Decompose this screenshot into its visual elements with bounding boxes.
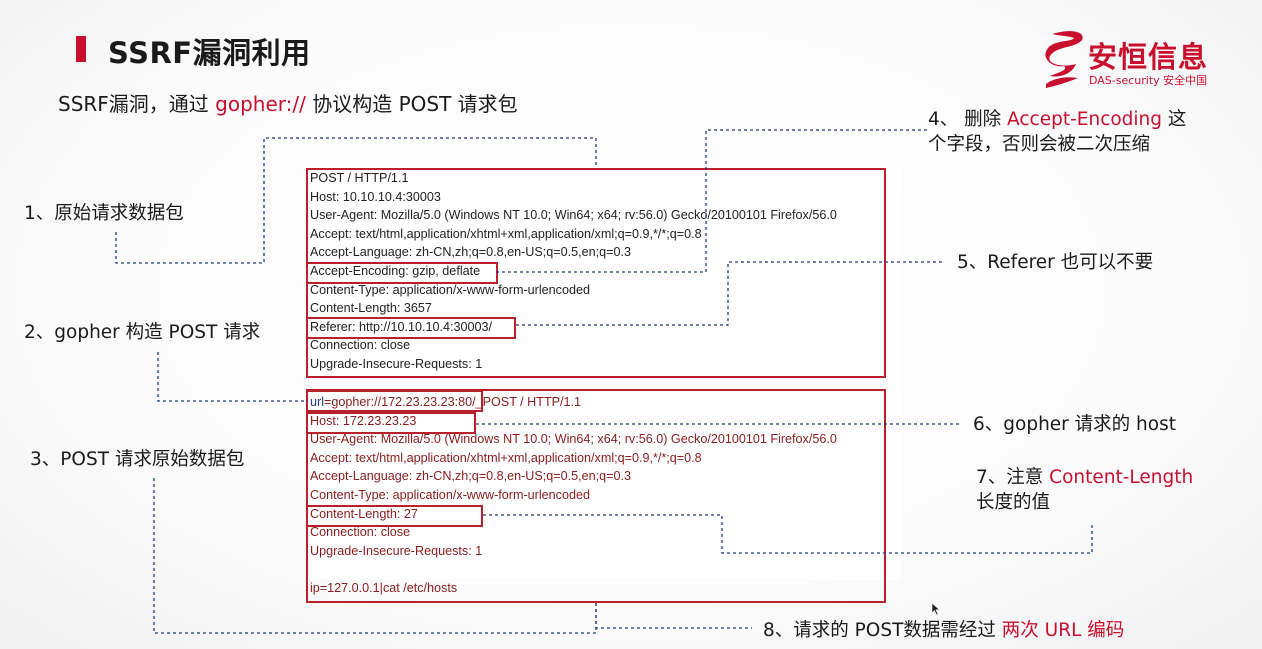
code-line-accept-encoding: Accept-Encoding: gzip, deflate: [310, 263, 481, 278]
subtitle-protocol: gopher://: [215, 92, 306, 116]
annotation-4: 4、 删除 Accept-Encoding 这 个字段，否则会被二次压缩: [928, 107, 1186, 157]
annotation-3: 3、POST 请求原始数据包: [30, 449, 245, 470]
url-param-value: =gopher://172.23.23.23:80/_POST / HTTP/1…: [324, 395, 582, 409]
connector-2: [157, 352, 308, 402]
url-param-key: url: [310, 395, 324, 409]
gopher-host-highlight: [306, 412, 476, 434]
annotation-4-prefix: 4、 删除: [928, 109, 1008, 130]
code-line-url: url=gopher://172.23.23.23:80/_POST / HTT…: [310, 393, 837, 412]
annotation-7-field: Content-Length: [1049, 467, 1194, 488]
annotation-6: 6、gopher 请求的 host: [973, 414, 1176, 435]
annotation-1: 1、原始请求数据包: [24, 203, 184, 224]
title-accent-bar: [76, 36, 86, 62]
annotation-7-line-1: 7、注意 Content-Length: [976, 465, 1193, 490]
code-line: Connection: close: [310, 338, 411, 353]
accept-encoding-highlight: [306, 262, 498, 284]
subtitle-suffix: 协议构造 POST 请求包: [305, 92, 518, 116]
code-line: Upgrade-Insecure-Requests: 1: [310, 356, 483, 371]
code-line: Accept: text/html,application/xhtml+xml,…: [310, 450, 702, 465]
annotation-8-highlight: 两次 URL 编码: [1001, 620, 1125, 641]
das-security-logo-icon: [1045, 31, 1083, 88]
annotation-8-prefix: 8、请求的 POST数据需经过: [763, 620, 1002, 641]
referer-highlight: [306, 317, 516, 339]
mouse-cursor-icon: [931, 602, 941, 616]
annotation-7: 7、注意 Content-Length 长度的值: [976, 465, 1193, 515]
annotation-2: 2、gopher 构造 POST 请求: [24, 322, 261, 343]
connector-8: [595, 603, 752, 629]
annotation-7-prefix: 7、注意: [976, 467, 1050, 488]
subtitle: SSRF漏洞，通过 gopher:// 协议构造 POST 请求包: [58, 88, 518, 117]
annotation-4-line-1: 4、 删除 Accept-Encoding 这: [928, 107, 1186, 132]
code-line: Content-Length: 3657: [310, 301, 432, 316]
code-line-host: Host: 172.23.23.23: [310, 413, 417, 428]
annotation-8: 8、请求的 POST数据需经过 两次 URL 编码: [763, 618, 1124, 643]
logo-subtitle: DAS-security 安全中国: [1089, 74, 1208, 87]
content-length-highlight: [306, 505, 483, 527]
annotation-4-line-2: 个字段，否则会被二次压缩: [928, 134, 1151, 155]
gopher-url-highlight: [306, 390, 483, 412]
annotation-7-line-2: 长度的值: [976, 492, 1051, 513]
code-line: User-Agent: Mozilla/5.0 (Windows NT 10.0…: [310, 432, 837, 447]
logo-wordmark: 安恒信息: [1088, 40, 1209, 74]
annotation-4-field: Accept-Encoding: [1007, 109, 1163, 130]
annotation-4-suffix: 这: [1162, 109, 1187, 130]
slide-title: SSRF漏洞利用: [108, 36, 311, 70]
annotation-5: 5、Referer 也可以不要: [957, 252, 1154, 273]
code-line-referer: Referer: http://10.10.10.4:30003/: [310, 319, 493, 334]
subtitle-prefix: SSRF漏洞，通过: [58, 92, 216, 116]
